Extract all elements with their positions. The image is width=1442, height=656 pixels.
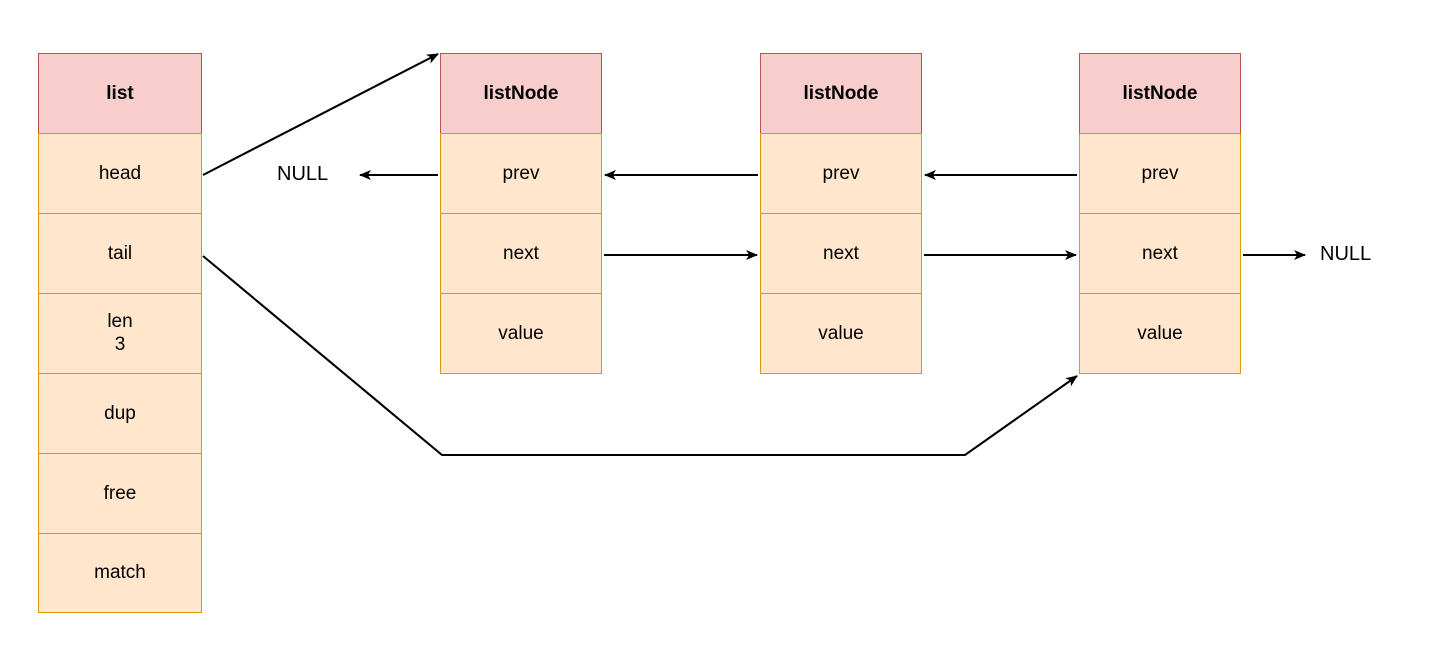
list-node-1-field-next[interactable]: next [440, 213, 602, 294]
list-field-len-value: 3 [114, 333, 126, 355]
list-node-2[interactable]: listNode prev next value [760, 53, 922, 374]
list-node-1-header: listNode [440, 53, 602, 134]
list-field-match[interactable]: match [38, 533, 202, 613]
null-label-next: NULL [1320, 243, 1372, 265]
list-node-2-field-prev[interactable]: prev [760, 133, 922, 214]
list-node-1-field-value[interactable]: value [440, 293, 602, 374]
list-node-1[interactable]: listNode prev next value [440, 53, 602, 374]
edge-head-to-node1 [202, 53, 439, 176]
list-node-2-field-value[interactable]: value [760, 293, 922, 374]
edge-tail-to-node3 [202, 255, 1078, 457]
list-field-len-label: len [107, 311, 133, 333]
list-field-len[interactable]: len 3 [38, 293, 202, 374]
list-node-2-field-next[interactable]: next [760, 213, 922, 294]
list-field-tail[interactable]: tail [38, 213, 202, 294]
list-field-dup[interactable]: dup [38, 373, 202, 454]
list-node-3[interactable]: listNode prev next value [1079, 53, 1241, 374]
list-field-free[interactable]: free [38, 453, 202, 534]
list-struct[interactable]: list head tail len 3 dup free match [38, 53, 202, 613]
list-struct-header: list [38, 53, 202, 134]
list-node-2-header: listNode [760, 53, 922, 134]
null-label-prev: NULL [277, 163, 329, 185]
list-node-3-field-value[interactable]: value [1079, 293, 1241, 374]
list-field-head[interactable]: head [38, 133, 202, 214]
list-node-1-field-prev[interactable]: prev [440, 133, 602, 214]
list-node-3-header: listNode [1079, 53, 1241, 134]
list-node-3-field-next[interactable]: next [1079, 213, 1241, 294]
list-node-3-field-prev[interactable]: prev [1079, 133, 1241, 214]
